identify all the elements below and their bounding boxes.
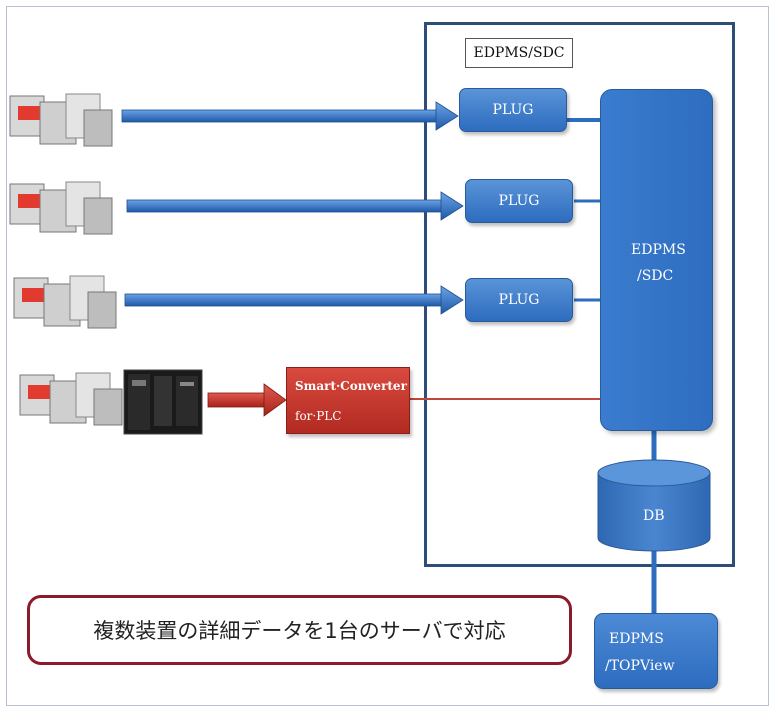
arrow-to-converter <box>207 383 287 417</box>
edpms-topview-box: EDPMS /TOPView <box>594 613 718 689</box>
converter-line2: for·PLC <box>295 409 342 423</box>
machine-group-3 <box>13 275 117 329</box>
db-cylinder <box>597 459 711 552</box>
smart-converter-box: Smart·Converter for·PLC <box>286 367 410 434</box>
outer-frame <box>6 6 769 706</box>
plug-box-1: PLUG <box>459 88 567 132</box>
topview-line1: EDPMS <box>609 631 664 647</box>
system-label: EDPMS/SDC <box>465 38 573 68</box>
main-box-line2: /SDC <box>637 268 674 284</box>
plug-box-3: PLUG <box>465 278 573 322</box>
machine-group-1 <box>9 93 113 147</box>
main-box-line1: EDPMS <box>631 242 686 258</box>
machine-group-2 <box>9 181 113 235</box>
converter-line1: Smart·Converter <box>295 379 407 393</box>
caption-box: 複数装置の詳細データを1台のサーバで対応 <box>27 595 572 665</box>
machine-group-4 <box>19 372 123 426</box>
arrow-to-plug-1 <box>121 101 459 131</box>
plc-unit <box>123 369 203 435</box>
plug-box-2: PLUG <box>465 179 573 223</box>
db-label: DB <box>643 508 665 524</box>
edpms-sdc-server: EDPMS /SDC <box>600 89 713 431</box>
topview-line2: /TOPView <box>605 658 675 674</box>
arrow-to-plug-2 <box>126 191 464 221</box>
arrow-to-plug-3 <box>124 285 464 315</box>
